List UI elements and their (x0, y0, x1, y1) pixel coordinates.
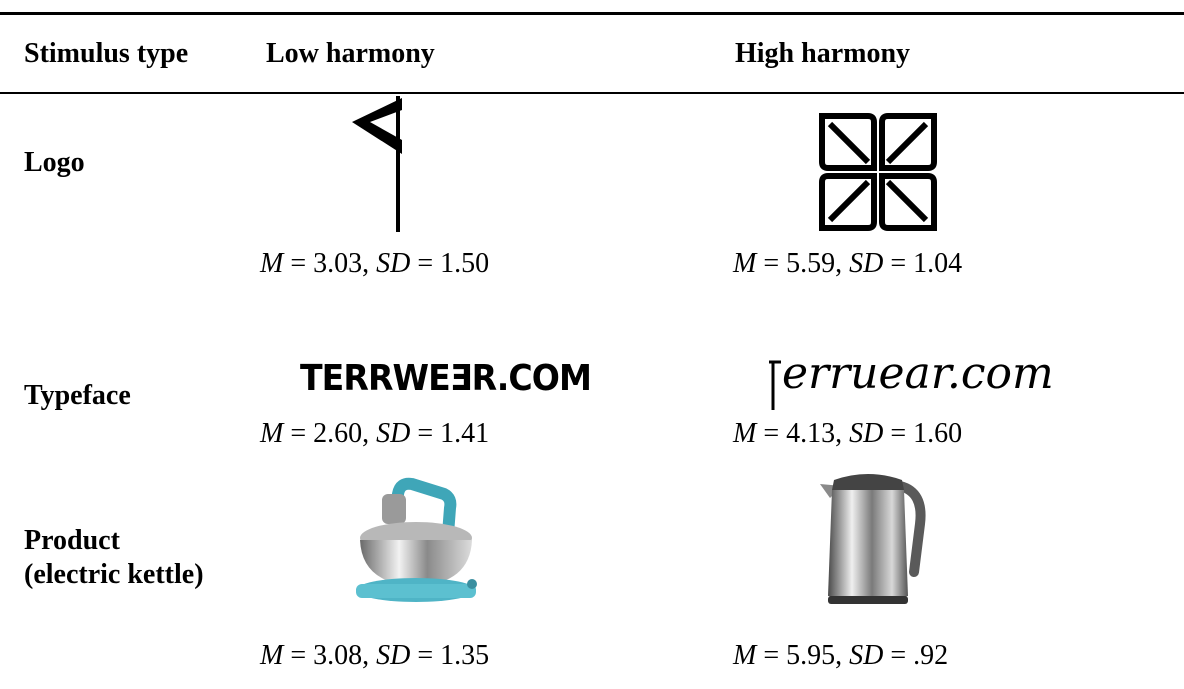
low-logo-stats: M = 3.03, SD = 1.50 (260, 248, 490, 279)
table-header-rule (0, 92, 1184, 94)
low-typeface-stats: M = 2.60, SD = 1.41 (260, 418, 490, 449)
high-product-stats: M = 5.95, SD = .92 (733, 640, 949, 671)
high-harmony-logo (819, 113, 937, 231)
high-harmony-typeface-initial (769, 360, 781, 410)
row-label-logo: Logo (24, 147, 85, 178)
low-harmony-logo (352, 96, 402, 232)
row-label-product: Product (electric kettle) (24, 525, 204, 590)
high-harmony-typeface-sample: erruear.com (782, 348, 1054, 399)
table-top-rule (0, 12, 1184, 15)
high-harmony-kettle (820, 474, 926, 604)
high-typeface-stats: M = 4.13, SD = 1.60 (733, 418, 963, 449)
low-harmony-kettle (356, 477, 477, 602)
header-high-harmony: High harmony (735, 38, 911, 69)
high-logo-stats: M = 5.59, SD = 1.04 (733, 248, 963, 279)
row-label-typeface: Typeface (24, 380, 131, 411)
low-product-stats: M = 3.08, SD = 1.35 (260, 640, 490, 671)
low-harmony-typeface-sample: TERRWEƎR.COM (300, 358, 592, 399)
header-low-harmony: Low harmony (266, 38, 435, 69)
header-stimulus-type: Stimulus type (24, 38, 189, 69)
